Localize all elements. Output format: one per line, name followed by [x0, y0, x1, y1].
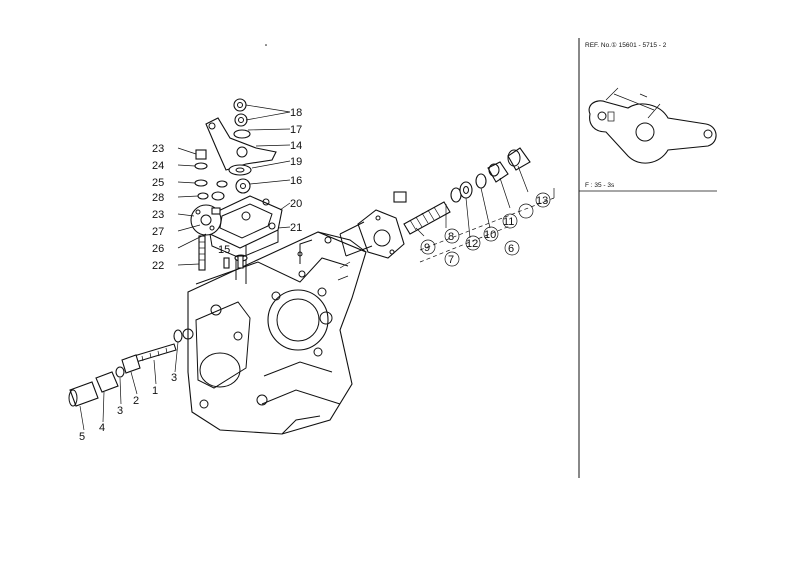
- label-25: 25: [152, 177, 164, 189]
- label-17: 17: [290, 124, 302, 136]
- label-18: 18: [290, 107, 302, 119]
- label-21: 21: [290, 222, 302, 234]
- lever-plate: [205, 117, 277, 171]
- label-19: 19: [290, 156, 302, 168]
- nut-washer-stack: [211, 98, 252, 201]
- label-24: 24: [152, 160, 164, 172]
- grouping-dashed-lines: [419, 188, 555, 263]
- callout-circles: [420, 192, 551, 267]
- label-3-right: 3: [171, 372, 177, 384]
- pump-housing: [187, 231, 367, 435]
- label-3-left: 3: [117, 405, 123, 417]
- label-13: 13: [536, 195, 548, 207]
- label-4: 4: [99, 422, 105, 434]
- label-16: 16: [290, 175, 302, 187]
- part-labels: 18 17 14 19 16 20 21 23 24 25 28 23 27 2…: [79, 107, 548, 443]
- label-10: 10: [484, 229, 496, 241]
- control-rod-assembly: [68, 328, 194, 407]
- flyweight-assembly: [190, 204, 222, 236]
- label-6: 6: [508, 243, 514, 255]
- spring-plunger: [403, 147, 531, 235]
- label-28: 28: [152, 192, 164, 204]
- lever-detail-figure: [588, 87, 717, 164]
- cap-nut: [393, 191, 407, 203]
- label-11-lower: 11: [503, 216, 514, 228]
- label-22: 22: [152, 260, 164, 272]
- label-15: 15: [218, 244, 230, 256]
- label-23-top: 23: [152, 143, 164, 155]
- stud-bolt: [198, 235, 206, 271]
- stray-mark: [265, 44, 267, 46]
- label-27: 27: [152, 226, 164, 238]
- label-20: 20: [290, 198, 302, 210]
- label-1: 1: [152, 385, 158, 397]
- reference-number: REF. No.① 15601 - 5715 - 2: [585, 41, 667, 49]
- label-7: 7: [448, 254, 454, 266]
- left-small-parts: [194, 149, 209, 200]
- control-pin: [223, 255, 244, 269]
- label-8: 8: [448, 231, 454, 243]
- label-9: 9: [424, 242, 430, 254]
- label-5: 5: [79, 431, 85, 443]
- label-23-lower: 23: [152, 209, 164, 221]
- label-12: 12: [466, 238, 478, 250]
- label-26: 26: [152, 243, 164, 255]
- label-14: 14: [290, 140, 302, 152]
- reference-code: F : 35 - 3s: [585, 182, 615, 189]
- plunger-flange: [339, 209, 405, 259]
- leader-lines: [79, 104, 529, 431]
- label-2: 2: [133, 395, 139, 407]
